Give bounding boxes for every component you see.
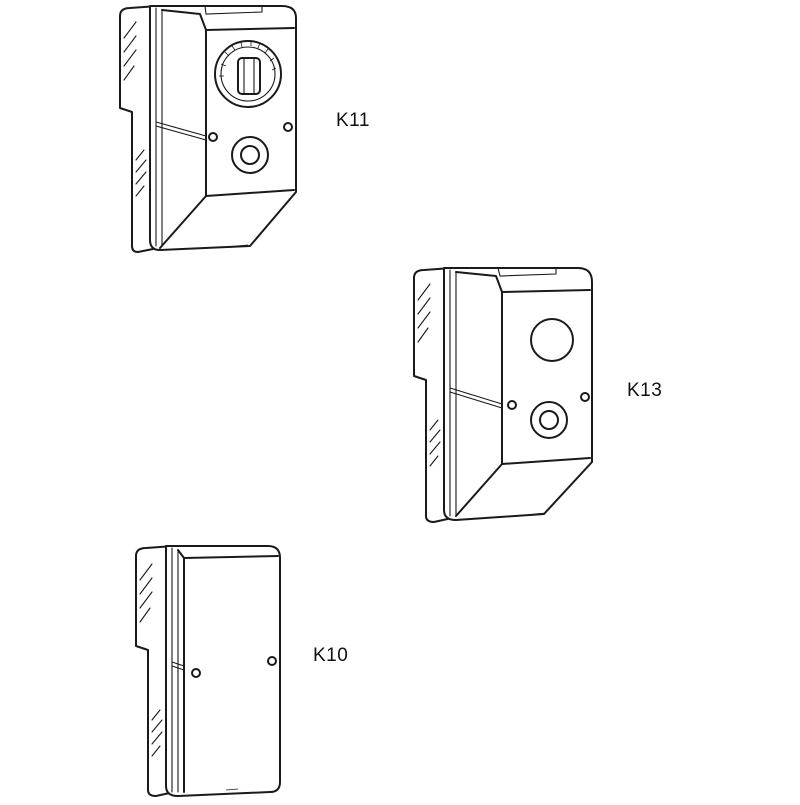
- label-k11: K11: [336, 110, 370, 131]
- label-k13: K13: [627, 380, 663, 401]
- enclosure-k11: [119, 5, 297, 253]
- enclosure-k13: [413, 267, 593, 523]
- label-k10: K10: [313, 645, 349, 666]
- enclosure-k10: [135, 545, 281, 797]
